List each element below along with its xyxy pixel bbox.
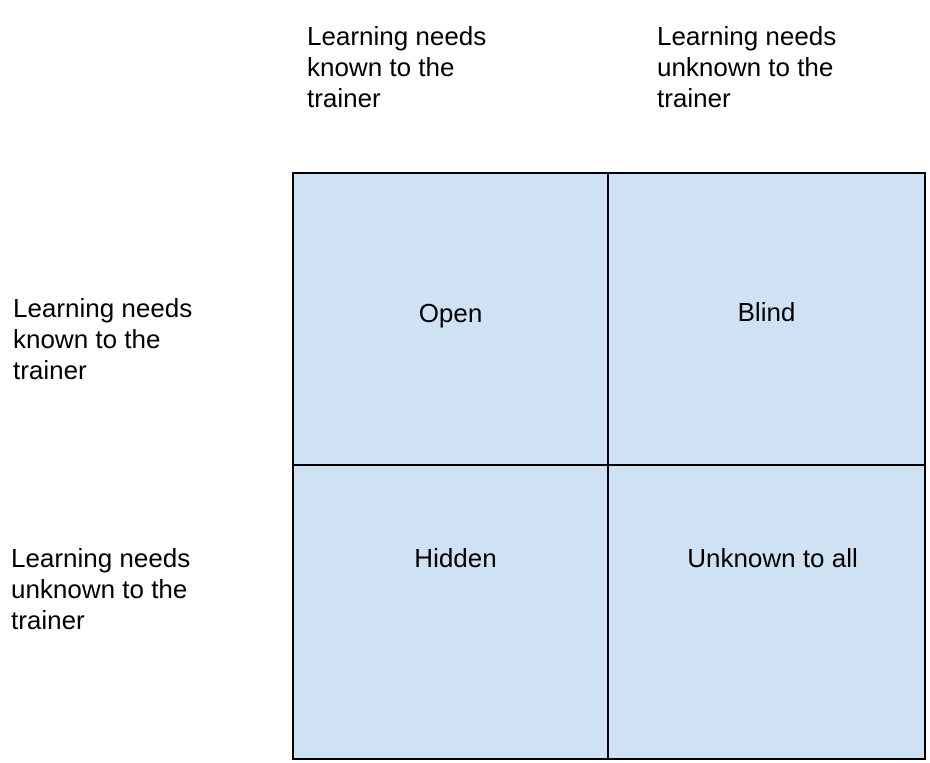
quadrant-open: Open — [294, 174, 609, 466]
column-header-known: Learning needs known to the trainer — [307, 21, 487, 113]
quadrant-blind-label: Blind — [737, 297, 796, 327]
quadrant-hidden: Hidden — [294, 466, 609, 758]
quadrant-grid: Open Blind Hidden Unknown to all — [292, 172, 926, 760]
column-header-unknown: Learning needs unknown to the trainer — [657, 21, 837, 113]
quadrant-blind: Blind — [609, 174, 924, 466]
quadrant-hidden-label: Hidden — [414, 543, 497, 573]
quadrant-open-label: Open — [418, 298, 483, 328]
row-header-unknown: Learning needs unknown to the trainer — [11, 543, 191, 635]
row-header-known: Learning needs known to the trainer — [13, 293, 193, 385]
quadrant-unknown-to-all: Unknown to all — [609, 466, 924, 758]
quadrant-unknown-to-all-label: Unknown to all — [687, 543, 858, 573]
